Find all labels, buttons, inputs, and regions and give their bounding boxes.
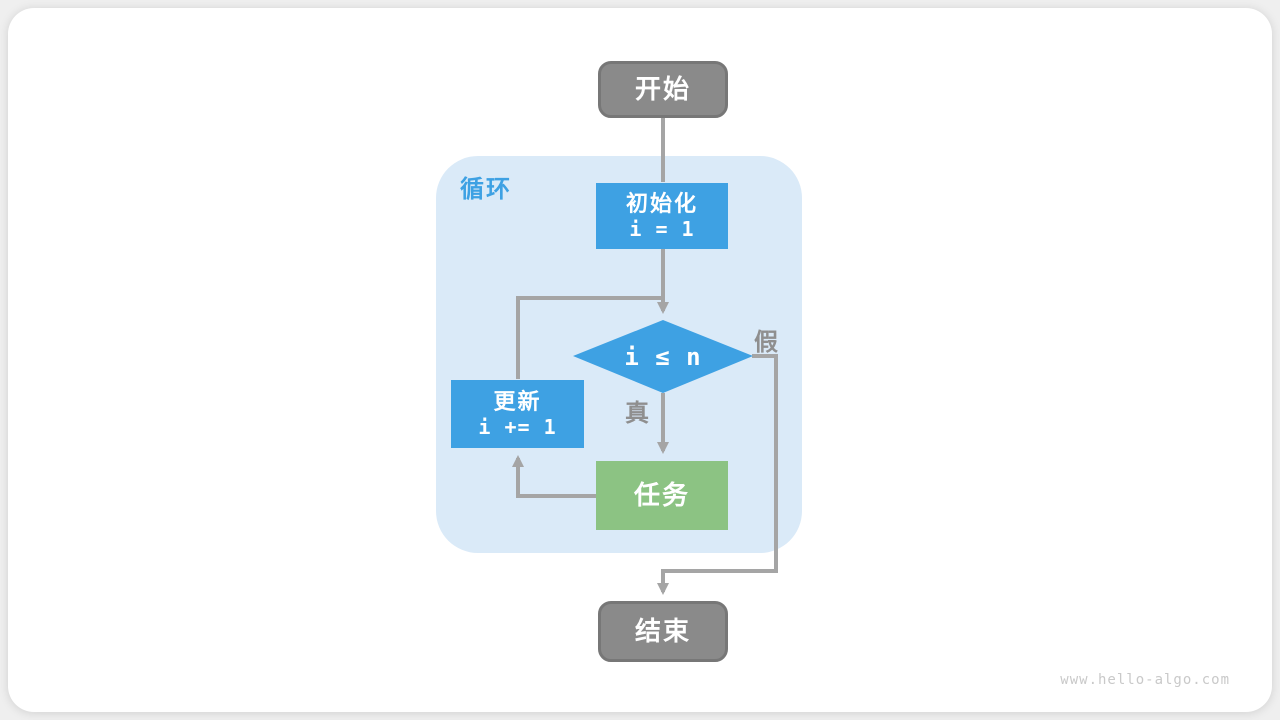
condition-diamond-shape bbox=[573, 320, 753, 393]
condition-diamond-label: i ≤ n bbox=[624, 342, 702, 371]
update-node-title: 更新 bbox=[493, 388, 542, 414]
edge-update-loopback bbox=[516, 296, 663, 379]
update-node: 更新 i += 1 bbox=[451, 380, 584, 448]
init-node-title: 初始化 bbox=[625, 190, 698, 216]
flowchart: 循环 开始 bbox=[8, 8, 1272, 712]
task-node: 任务 bbox=[596, 461, 728, 530]
end-node-label: 结束 bbox=[634, 616, 691, 647]
edge-condition-to-end bbox=[657, 354, 778, 595]
flow-connectors bbox=[512, 118, 778, 595]
canvas-card: 循环 开始 bbox=[8, 8, 1272, 712]
end-node: 结束 bbox=[598, 601, 728, 662]
init-node: 初始化 i = 1 bbox=[596, 183, 728, 249]
start-node: 开始 bbox=[598, 61, 728, 118]
edge-label-true: 真 bbox=[625, 400, 649, 427]
loop-region-label: 循环 bbox=[460, 176, 512, 203]
start-node-label: 开始 bbox=[634, 74, 691, 105]
watermark-text: www.hello-algo.com bbox=[1060, 672, 1230, 688]
update-node-code: i += 1 bbox=[478, 415, 557, 440]
task-node-label: 任务 bbox=[633, 480, 690, 511]
edge-task-to-update bbox=[512, 455, 597, 498]
init-node-code: i = 1 bbox=[629, 217, 695, 242]
edge-label-false: 假 bbox=[754, 329, 778, 356]
